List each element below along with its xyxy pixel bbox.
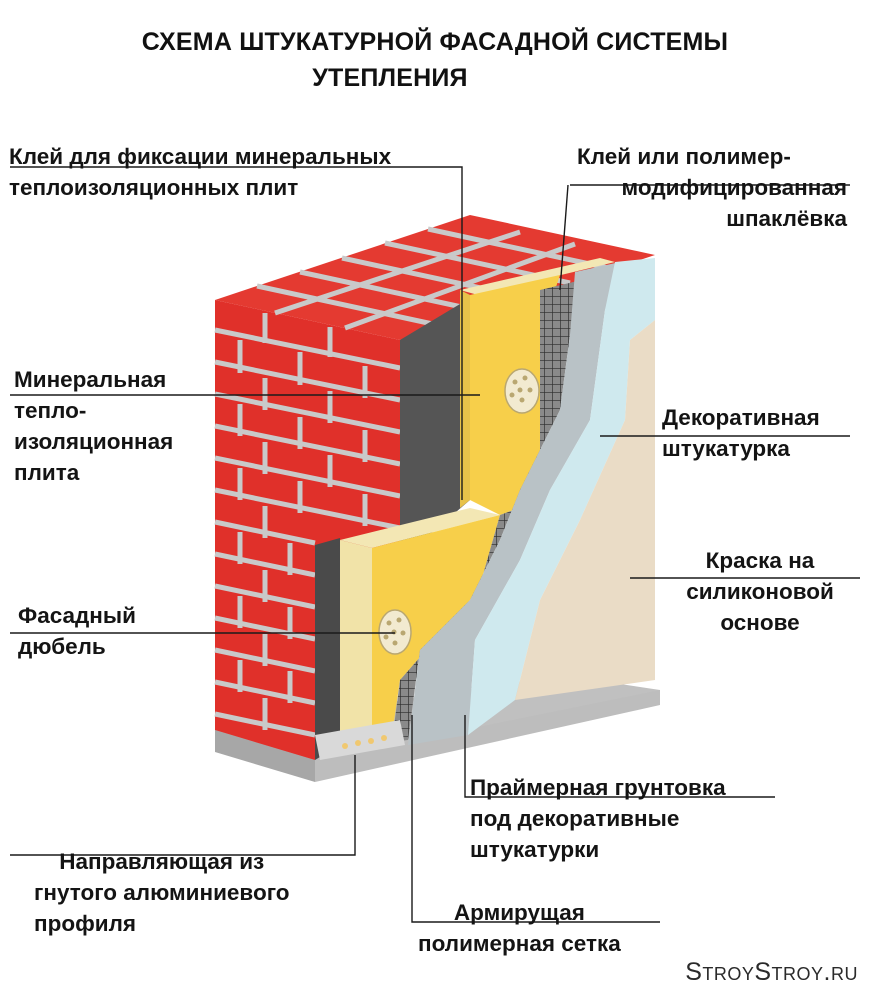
label-decor-plaster: Декоративная штукатурка [662,402,820,464]
label-guide-profile-line2: гнутого алюминиевого [34,880,290,905]
title-line-2: УТЕПЛЕНИЯ [312,64,468,92]
label-glue-insulation-line2: теплоизоляционных плит [9,175,299,200]
label-silicone-paint-line2: силиконовой [686,579,834,604]
paint-layer [515,320,655,700]
plaster-layer [468,258,655,735]
brick-mortar-front [214,313,401,738]
label-glue-polymer: Клей или полимер- модифицированная шпакл… [577,141,847,234]
label-glue-insulation: Клей для фиксации минеральных теплоизоля… [9,141,391,203]
label-facade-dowel-line2: дюбель [18,634,106,659]
leader-mesh [411,715,660,923]
label-facade-dowel-line1: Фасадный [18,603,136,628]
leader-primer [464,715,775,798]
label-decor-plaster-line1: Декоративная [662,405,820,430]
label-facade-dowel: Фасадный дюбель [18,600,136,662]
glue-layer [400,298,470,560]
dowel-lower [378,609,412,655]
base-slab-front [215,730,315,782]
insulation-board-top-edge [460,258,615,295]
guide-profile-holes [342,735,387,749]
label-silicone-paint-line3: основе [720,610,800,635]
base-slab-right [315,690,660,782]
leader-guide [10,755,356,856]
label-mineral-board-line1: Минеральная [14,367,167,392]
label-guide-profile-line3: профиля [34,911,137,936]
brick-wall-front [215,300,400,760]
mesh-layer [392,278,590,742]
label-guide-profile-line1: Направляющая из [59,849,265,874]
label-guide-profile: Направляющая из гнутого алюминиевого про… [34,846,290,939]
label-mesh: Армирущая полимерная сетка [418,897,621,959]
leader-lines [10,166,860,923]
label-mineral-board: Минеральная тепло- изоляционная плита [14,364,173,488]
leader-glue-polymer-down [559,184,569,291]
label-silicone-paint-line1: Краска на [705,548,815,573]
label-primer: Праймерная грунтовка под декоративные шт… [470,772,726,865]
label-silicone-paint: Краска на силиконовой основе [670,545,850,638]
label-glue-polymer-line1: Клей или полимер- [577,144,791,169]
label-primer-line2: под декоративные [470,806,680,831]
label-primer-line3: штукатурки [470,837,600,862]
guide-profile [315,720,405,760]
insulation-board-lower-side [340,540,372,745]
dowel-upper [504,368,540,414]
label-mesh-line1: Армирущая [453,900,585,925]
label-mineral-board-line2: тепло- [14,398,87,423]
label-glue-polymer-line2: модифицированная [621,175,847,200]
insulation-board-lower [372,515,500,740]
label-decor-plaster-line2: штукатурка [662,436,790,461]
label-primer-line1: Праймерная грунтовка [470,775,726,800]
label-mineral-board-line3: изоляционная [14,429,174,454]
label-mineral-board-line4: плита [14,460,80,485]
glue-layer-lower [315,538,340,760]
brick-mortar-top [256,226,614,331]
label-mesh-line2: полимерная сетка [418,931,621,956]
label-glue-insulation-line1: Клей для фиксации минеральных [9,144,392,169]
site-watermark: StroyStroy.ru [685,958,858,986]
title-line-1: СХЕМА ШТУКАТУРНОЙ ФАСАДНОЙ СИСТЕМЫ [141,28,729,56]
primer-layer [408,262,620,745]
leader-glue-insulation [10,166,463,500]
label-glue-polymer-line3: шпаклёвка [726,206,847,231]
insulation-board-lower-top [340,508,500,548]
